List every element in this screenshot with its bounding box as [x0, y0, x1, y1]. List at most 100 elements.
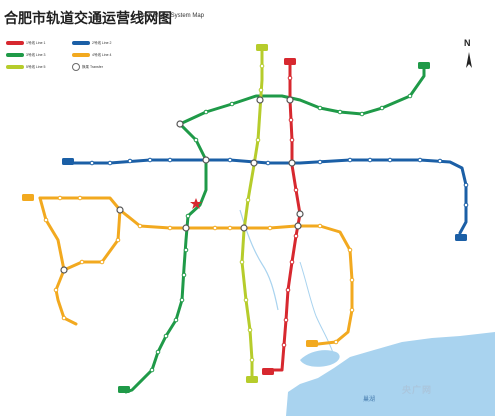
station[interactable]	[367, 157, 373, 163]
station[interactable]	[61, 315, 67, 321]
station[interactable]	[265, 160, 271, 166]
station[interactable]	[227, 225, 233, 231]
station[interactable]	[347, 247, 353, 253]
station[interactable]	[255, 137, 261, 143]
station[interactable]	[193, 137, 199, 143]
watermark: 央广网	[402, 386, 433, 396]
line-4-path	[38, 196, 354, 346]
line-3-stations	[149, 93, 413, 373]
station[interactable]	[417, 157, 423, 163]
line-3-south	[124, 122, 208, 394]
transfer-station[interactable]	[296, 210, 304, 218]
station[interactable]	[337, 109, 343, 115]
station[interactable]	[317, 159, 323, 165]
transfer-station[interactable]	[240, 224, 248, 232]
station[interactable]	[89, 160, 95, 166]
station[interactable]	[247, 327, 253, 333]
map-title: 合肥市轨道交通运营线网图	[4, 11, 172, 27]
station[interactable]	[155, 349, 161, 355]
station[interactable]	[203, 109, 209, 115]
legend-label: 3号线 Line 3	[26, 53, 46, 58]
terminus-badge	[306, 340, 318, 347]
transfer-station[interactable]	[182, 224, 190, 232]
transfer-station[interactable]	[60, 266, 68, 274]
transfer-symbol-icon	[72, 63, 80, 72]
station[interactable]	[289, 259, 295, 265]
line-4-stations	[43, 195, 355, 345]
station[interactable]	[387, 157, 393, 163]
station[interactable]	[317, 223, 323, 229]
station[interactable]	[243, 297, 249, 303]
station[interactable]	[227, 157, 233, 163]
station[interactable]	[249, 357, 255, 363]
station[interactable]	[258, 87, 264, 93]
line-1-path	[268, 58, 302, 372]
station[interactable]	[267, 225, 273, 231]
station[interactable]	[149, 367, 155, 373]
station[interactable]	[107, 160, 113, 166]
station[interactable]	[317, 105, 323, 111]
station[interactable]	[79, 259, 85, 265]
station[interactable]	[163, 333, 169, 339]
station[interactable]	[289, 137, 295, 143]
station[interactable]	[347, 157, 353, 163]
transfer-station[interactable]	[256, 96, 264, 104]
station[interactable]	[407, 93, 413, 99]
station[interactable]	[349, 307, 355, 313]
station[interactable]	[239, 259, 245, 265]
line-1-stations	[281, 75, 299, 348]
station[interactable]	[463, 182, 469, 188]
station[interactable]	[293, 233, 299, 239]
station[interactable]	[463, 202, 469, 208]
station[interactable]	[285, 287, 291, 293]
legend-swatch	[72, 53, 90, 58]
transfer-station[interactable]	[294, 222, 302, 230]
station[interactable]	[137, 223, 143, 229]
line-2-stations	[89, 157, 469, 208]
station[interactable]	[99, 259, 105, 265]
transfer-station[interactable]	[250, 159, 258, 167]
station[interactable]	[349, 277, 355, 283]
station[interactable]	[147, 157, 153, 163]
station[interactable]	[283, 317, 289, 323]
transfer-station[interactable]	[202, 156, 210, 164]
legend-swatch	[6, 53, 24, 58]
terminus-badge	[262, 368, 274, 375]
station[interactable]	[167, 225, 173, 231]
station[interactable]	[183, 247, 189, 253]
north-label: N	[464, 38, 471, 48]
station[interactable]	[57, 195, 63, 201]
transfer-station[interactable]	[116, 206, 124, 214]
station[interactable]	[259, 63, 265, 69]
station[interactable]	[43, 217, 49, 223]
station[interactable]	[287, 75, 293, 81]
lake-inlet	[300, 350, 340, 367]
station[interactable]	[333, 339, 339, 345]
terminus-badge	[246, 376, 258, 383]
station[interactable]	[181, 272, 187, 278]
north-arrow-icon	[466, 52, 472, 68]
station[interactable]	[281, 342, 287, 348]
station[interactable]	[245, 197, 251, 203]
station[interactable]	[229, 101, 235, 107]
station[interactable]	[173, 317, 179, 323]
station[interactable]	[185, 213, 191, 219]
station[interactable]	[179, 297, 185, 303]
station[interactable]	[288, 117, 294, 123]
station[interactable]	[167, 157, 173, 163]
station[interactable]	[437, 158, 443, 164]
station[interactable]	[127, 158, 133, 164]
transfer-station[interactable]	[288, 159, 296, 167]
terminus-badge	[22, 194, 34, 201]
station[interactable]	[115, 237, 121, 243]
station[interactable]	[77, 195, 83, 201]
transfer-station[interactable]	[176, 120, 184, 128]
station[interactable]	[359, 111, 365, 117]
station[interactable]	[379, 105, 385, 111]
terminus-badge	[62, 158, 74, 165]
transfer-station[interactable]	[286, 96, 294, 104]
station[interactable]	[212, 225, 218, 231]
station[interactable]	[53, 287, 59, 293]
station[interactable]	[293, 187, 299, 193]
